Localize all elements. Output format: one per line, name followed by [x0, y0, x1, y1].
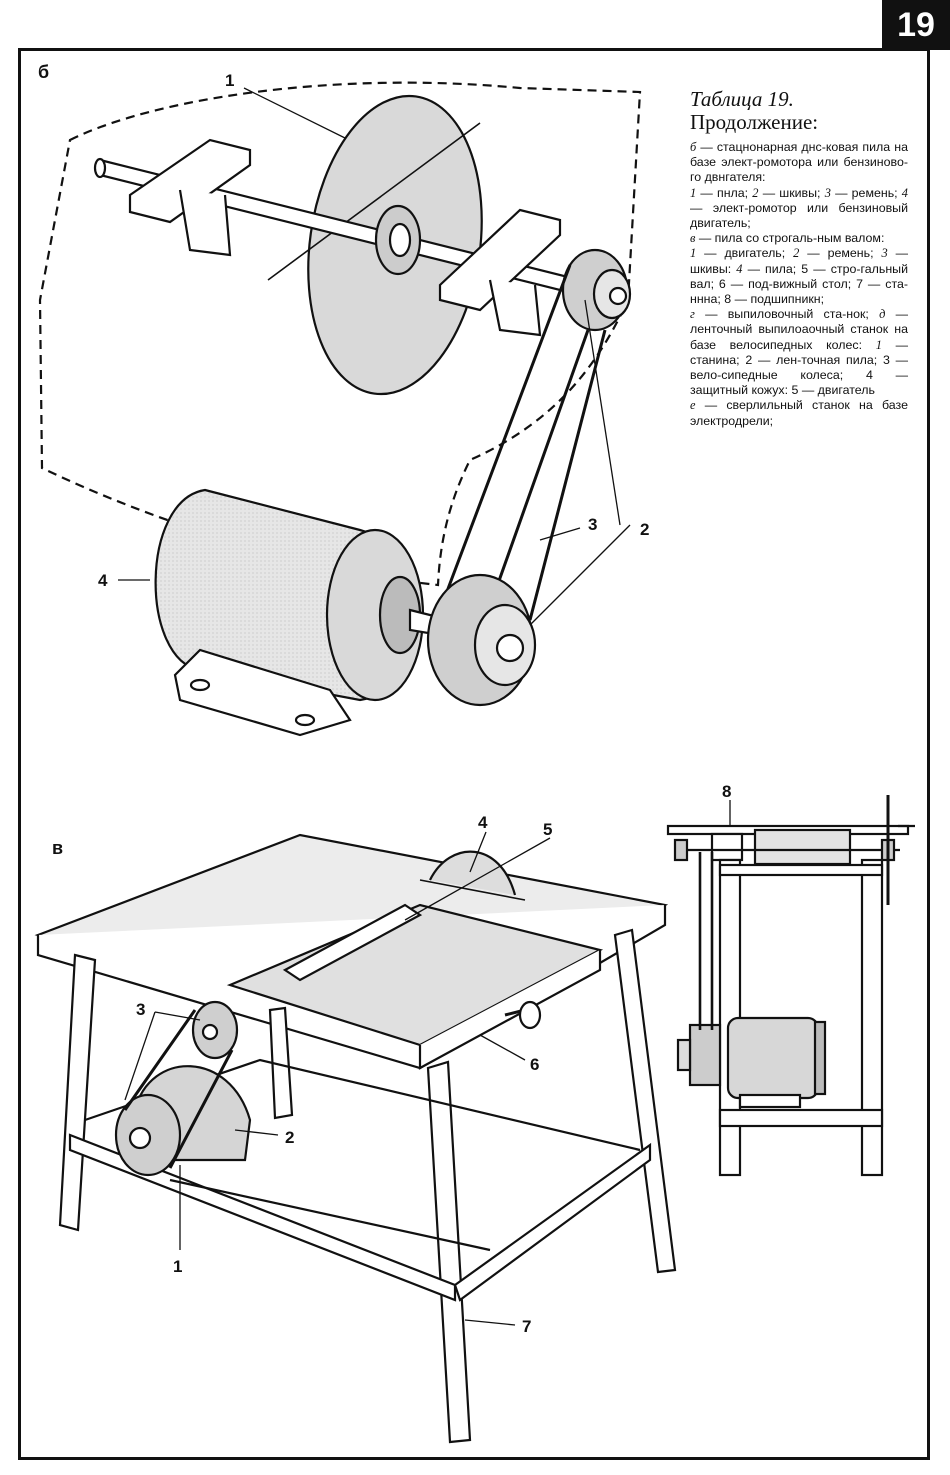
lower-rail-side [453, 1142, 652, 1302]
table-leg-front-left [58, 953, 97, 1232]
figure-caption: Таблица 19. Продолжение: б — стацнонарна… [690, 88, 908, 429]
planer-shaft [282, 903, 423, 982]
callout-b-4: 4 [98, 571, 108, 590]
figure-v-side-view [666, 795, 915, 1177]
callout-b-1: 1 [225, 71, 234, 90]
callout-b-3: 3 [588, 515, 597, 534]
caption-paragraph-v: в — пила со строгаль-ным валом: [690, 231, 885, 246]
table-saw-blade [429, 850, 517, 896]
figure-v-saw-table [34, 831, 677, 1444]
caption-paragraph-v-parts: 1 — двигатель; 2 — ремень; 3 — шкивы: 4 … [690, 246, 909, 307]
table-leg-back-left [268, 1006, 294, 1120]
bearing-block-left [128, 138, 252, 224]
lower-rail-front [68, 1133, 457, 1302]
callout-v-3: 3 [136, 1000, 145, 1019]
callout-v-5: 5 [543, 820, 552, 839]
side-leg-right [860, 858, 884, 1177]
callout-v-8: 8 [722, 782, 731, 801]
caption-paragraph-b-parts: 1 — пнла; 2 — шкивы; 3 — ремень; 4 — эле… [690, 185, 908, 231]
inner-rail [169, 1178, 491, 1252]
figure-b-disc-saw [38, 81, 642, 737]
callout-v-7: 7 [522, 1317, 531, 1336]
callout-v-2: 2 [285, 1128, 294, 1147]
caption-paragraph-g-d: г — выпиловочный ста-нок; д — ленточный … [690, 307, 908, 398]
callout-v-1: 1 [173, 1257, 182, 1276]
bearing-block-right [438, 208, 562, 312]
page-frame [18, 48, 930, 1460]
motor-base [173, 648, 352, 737]
panel-label-v: в [52, 838, 64, 858]
page-number-badge: 19 [882, 0, 950, 50]
callout-v-6: 6 [530, 1055, 539, 1074]
caption-paragraph-b: б — стацнонарная днс-ковая пила на базе … [690, 140, 908, 185]
caption-subtitle: Продолжение: [690, 110, 819, 134]
table-leg-front-right [426, 1060, 472, 1444]
caption-title: Таблица 19. [690, 87, 794, 111]
side-bearing [710, 832, 744, 862]
panel-label-b: б [38, 62, 50, 82]
callout-b-2: 2 [640, 520, 649, 539]
table-leg-back-right [613, 928, 677, 1274]
side-motor [726, 1016, 820, 1100]
caption-paragraph-e: е — сверлильный станок на базе электродр… [690, 398, 908, 428]
table-belt [123, 1009, 234, 1169]
callout-v-4: 4 [478, 813, 488, 832]
caption-body: б — стацнонарная днс-ковая пила на базе … [690, 140, 908, 429]
